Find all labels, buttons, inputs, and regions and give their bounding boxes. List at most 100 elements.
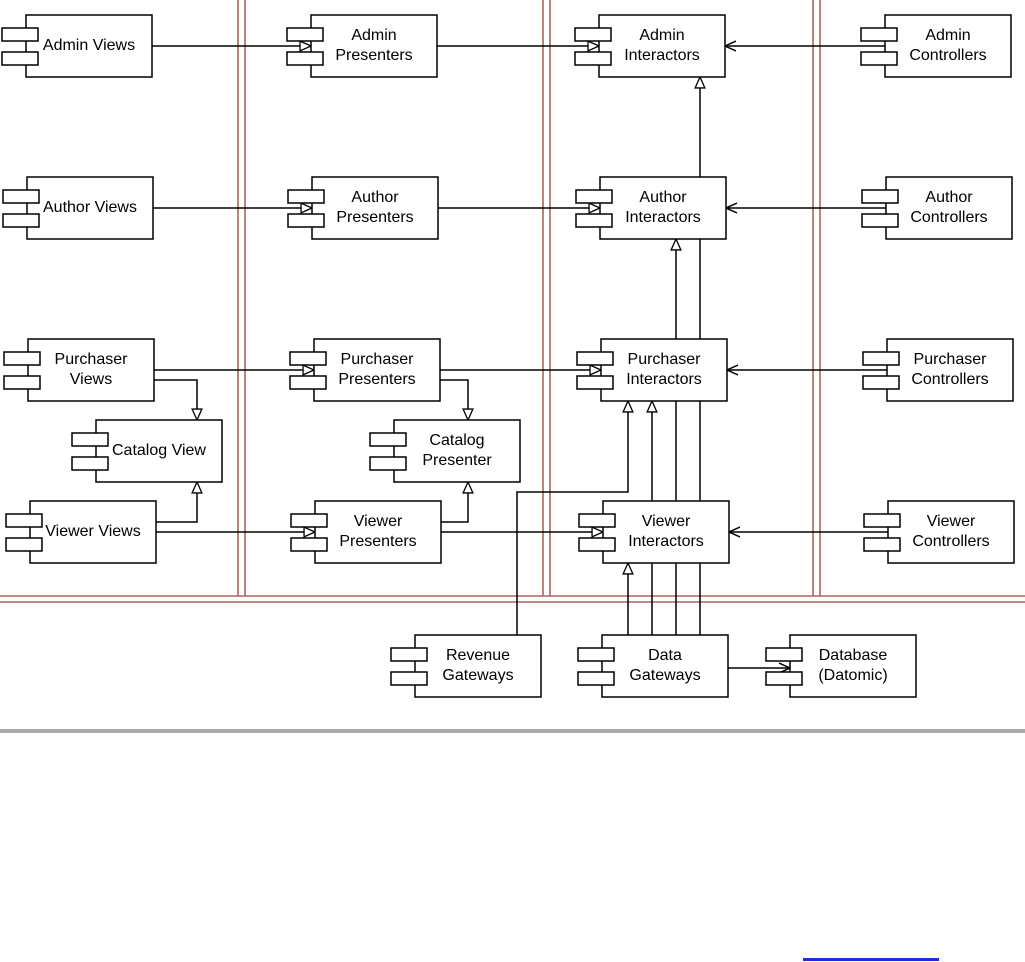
purchaser-interactors-label: Interactors <box>626 371 702 388</box>
edge-purchaser-presenters-to-catalog-presenter <box>440 379 469 420</box>
admin-controllers-label: Admin <box>925 27 970 44</box>
revenue-gateways-label: Revenue <box>446 647 510 664</box>
component-tab-icon <box>576 351 614 366</box>
footer-link-underline[interactable] <box>803 958 939 961</box>
viewer-interactors-label: Interactors <box>628 533 704 550</box>
component-tab-icon <box>289 375 327 390</box>
component-tab-icon <box>578 537 616 552</box>
component-tab-icon <box>860 51 898 66</box>
viewer-presenters-label: Viewer <box>354 513 403 530</box>
component-tab-icon <box>290 513 328 528</box>
edge-purchaser-views-to-catalog-view <box>154 379 198 420</box>
component-tab-icon <box>390 671 428 686</box>
component-tab-icon <box>286 27 324 42</box>
purchaser-controllers-box <box>886 338 1014 402</box>
hollow-arrowhead <box>646 399 658 413</box>
catalog-view-component[interactable]: Catalog View <box>71 419 223 483</box>
author-interactors-label: Author <box>639 189 687 206</box>
purchaser-controllers-label: Purchaser <box>914 351 988 368</box>
database-label: Database <box>819 647 888 664</box>
viewer-views-box <box>29 500 157 564</box>
component-tab-icon <box>71 456 109 471</box>
admin-controllers-box <box>884 14 1012 78</box>
purchaser-views-label: Views <box>70 371 112 388</box>
viewer-controllers-label: Controllers <box>912 533 989 550</box>
admin-views-box <box>25 14 153 78</box>
layer-boundaries <box>0 0 1025 603</box>
hollow-arrowhead <box>299 40 313 52</box>
component-tab-icon <box>286 51 324 66</box>
author-controllers-box <box>885 176 1013 240</box>
component-tab-icon <box>862 351 900 366</box>
component-tab-icon <box>576 375 614 390</box>
hollow-arrowhead <box>462 480 474 494</box>
database-component[interactable]: Database (Datomic) <box>765 634 917 698</box>
component-tab-icon <box>1 27 39 42</box>
component-tab-icon <box>3 375 41 390</box>
purchaser-presenters-label: Purchaser <box>341 351 415 368</box>
component-tab-icon <box>289 351 327 366</box>
admin-presenters-label: Presenters <box>335 47 412 64</box>
component-tab-icon <box>575 213 613 228</box>
author-presenters-label: Author <box>351 189 399 206</box>
admin-views-label: Admin Views <box>43 37 135 54</box>
component-tab-icon <box>390 647 428 662</box>
component-tab-icon <box>765 671 803 686</box>
admin-interactors-label: Interactors <box>624 47 700 64</box>
author-controllers-label: Controllers <box>910 209 987 226</box>
hollow-arrowhead <box>622 561 634 575</box>
database-box <box>789 634 917 698</box>
component-tab-icon <box>574 27 612 42</box>
component-tab-icon <box>369 432 407 447</box>
author-interactors-box <box>599 176 727 240</box>
data-gateways-label: Gateways <box>629 667 700 684</box>
component-tab-icon <box>287 213 325 228</box>
viewer-views-component[interactable]: Viewer Views <box>5 500 157 564</box>
data-gateways-box <box>601 634 729 698</box>
component-tab-icon <box>578 513 616 528</box>
admin-views-component[interactable]: Admin Views <box>1 14 153 78</box>
hollow-arrowhead <box>589 364 603 376</box>
author-views-component[interactable]: Author Views <box>2 176 154 240</box>
admin-interactors-box <box>598 14 726 78</box>
component-tab-icon <box>71 432 109 447</box>
hollow-arrowhead <box>191 408 203 422</box>
revenue-gateways-box <box>414 634 542 698</box>
viewer-interactors-box <box>602 500 730 564</box>
viewer-views-label: Viewer Views <box>45 523 140 540</box>
admin-presenters-label: Admin <box>351 27 396 44</box>
purchaser-interactors-label: Purchaser <box>628 351 702 368</box>
hollow-arrowhead <box>591 526 605 538</box>
author-presenters-label: Presenters <box>336 209 413 226</box>
database-label: (Datomic) <box>818 667 887 684</box>
hollow-arrowhead <box>694 75 706 89</box>
viewer-presenters-box <box>314 500 442 564</box>
hollow-arrowhead <box>622 399 634 413</box>
component-tab-icon <box>287 189 325 204</box>
component-tab-icon <box>1 51 39 66</box>
component-tab-icon <box>2 213 40 228</box>
viewer-interactors-label: Viewer <box>642 513 691 530</box>
edge-viewer-presenters-to-catalog-presenter <box>441 482 469 523</box>
admin-controllers-label: Controllers <box>909 47 986 64</box>
component-tab-icon <box>861 189 899 204</box>
component-tab-icon <box>862 375 900 390</box>
component-tab-icon <box>577 671 615 686</box>
hollow-arrowhead <box>462 408 474 422</box>
